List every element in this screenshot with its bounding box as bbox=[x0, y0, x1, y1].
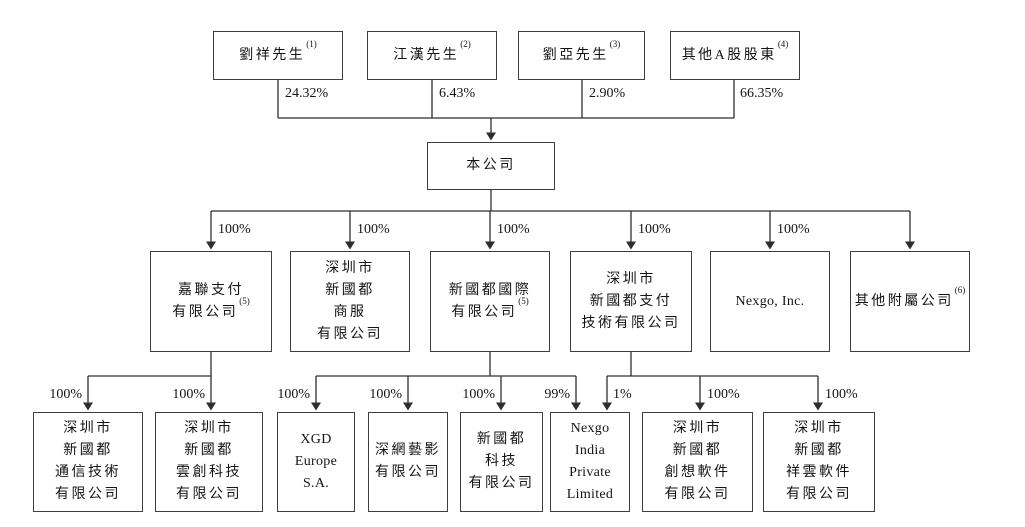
footnote-ref: (3) bbox=[609, 38, 621, 49]
footnote-ref: (4) bbox=[777, 38, 789, 49]
percent-label: 24.32% bbox=[285, 86, 329, 101]
percent-label: 100% bbox=[172, 387, 205, 402]
box-szngd-shangfu: 深圳市 新國都 商服 有限公司 bbox=[290, 251, 410, 352]
box-shareholder-jiang-han: 江漢先生(2) bbox=[367, 31, 497, 80]
box-szngd-comm-tech: 深圳市 新國都 通信技術 有限公司 bbox=[33, 412, 143, 512]
box-other-a-shareholders: 其他A股股東(4) bbox=[670, 31, 800, 80]
footnote-ref: (2) bbox=[460, 38, 471, 49]
footnote-ref: (5) bbox=[239, 295, 250, 306]
box-other-subsidiaries: 其他附屬公司(6) bbox=[850, 251, 970, 352]
box-label: 深圳市 新國都 通信技術 有限公司 bbox=[55, 421, 121, 502]
box-label: 嘉聯支付 有限公司 bbox=[172, 282, 244, 320]
footnote-ref: (1) bbox=[306, 38, 317, 49]
percent-label: 100% bbox=[277, 387, 310, 402]
box-szngd-xiangyun: 深圳市 新國都 祥雲軟件 有限公司 bbox=[763, 412, 875, 512]
percent-label: 2.90% bbox=[589, 86, 626, 101]
percent-label: 6.43% bbox=[439, 86, 476, 101]
box-shareholder-liu-xiang: 劉祥先生(1) bbox=[213, 31, 343, 80]
box-label: 劉亞先生 bbox=[542, 47, 609, 63]
box-xgd-europe: XGD Europe S.A. bbox=[277, 412, 355, 512]
percent-label: 100% bbox=[357, 222, 390, 237]
box-label: XGD Europe S.A. bbox=[294, 432, 338, 491]
percent-label: 100% bbox=[369, 387, 402, 402]
box-szngd-payment-tech: 深圳市 新國都支付 技術有限公司 bbox=[570, 251, 692, 352]
percent-label: 100% bbox=[825, 387, 858, 402]
box-label: 深圳市 新國都 祥雲軟件 有限公司 bbox=[786, 421, 852, 502]
footnote-ref: (6) bbox=[954, 284, 966, 295]
percent-label: 100% bbox=[218, 222, 251, 237]
box-label: Nexgo, Inc. bbox=[735, 293, 805, 309]
percent-label: 100% bbox=[462, 387, 495, 402]
box-label: Nexgo India Private Limited bbox=[566, 421, 614, 502]
percent-label: 100% bbox=[497, 222, 530, 237]
box-label: 深圳市 新國都 創想軟件 有限公司 bbox=[664, 421, 731, 502]
box-szngd-yunchuang: 深圳市 新國都 雲創科技 有限公司 bbox=[155, 412, 263, 512]
footnote-ref: (5) bbox=[518, 295, 529, 306]
box-nexgo-inc: Nexgo, Inc. bbox=[710, 251, 830, 352]
percent-label: 100% bbox=[707, 387, 740, 402]
box-label: 新國都 科技 有限公司 bbox=[468, 432, 535, 491]
box-shareholder-liu-ya: 劉亞先生(3) bbox=[518, 31, 645, 80]
percent-label: 99% bbox=[544, 387, 570, 402]
percent-label: 100% bbox=[638, 222, 671, 237]
box-jialian-payment: 嘉聯支付 有限公司(5) bbox=[150, 251, 272, 352]
percent-label: 100% bbox=[777, 222, 810, 237]
box-label: 其他A股股東 bbox=[681, 47, 777, 63]
box-label: 本公司 bbox=[466, 158, 516, 173]
box-label: 深圳市 新國都 商服 有限公司 bbox=[317, 260, 383, 342]
box-label: 深網藝影 有限公司 bbox=[375, 443, 441, 480]
box-shenwang-yiying: 深網藝影 有限公司 bbox=[368, 412, 448, 512]
box-company: 本公司 bbox=[427, 142, 555, 190]
box-label: 劉祥先生 bbox=[239, 47, 306, 63]
box-label: 新國都國際 有限公司 bbox=[448, 282, 532, 320]
box-label: 其他附屬公司 bbox=[854, 293, 954, 309]
percent-label: 1% bbox=[613, 387, 632, 402]
box-label: 深圳市 新國都 雲創科技 有限公司 bbox=[176, 421, 242, 502]
box-label: 深圳市 新國都支付 技術有限公司 bbox=[581, 271, 681, 331]
percent-label: 100% bbox=[49, 387, 82, 402]
box-nexgo-india: Nexgo India Private Limited bbox=[550, 412, 630, 512]
box-xgd-international: 新國都國際 有限公司(5) bbox=[430, 251, 550, 352]
percent-label: 66.35% bbox=[740, 86, 784, 101]
box-xgd-technology: 新國都 科技 有限公司 bbox=[460, 412, 543, 512]
box-label: 江漢先生 bbox=[393, 47, 460, 63]
box-szngd-chuangxiang: 深圳市 新國都 創想軟件 有限公司 bbox=[642, 412, 753, 512]
